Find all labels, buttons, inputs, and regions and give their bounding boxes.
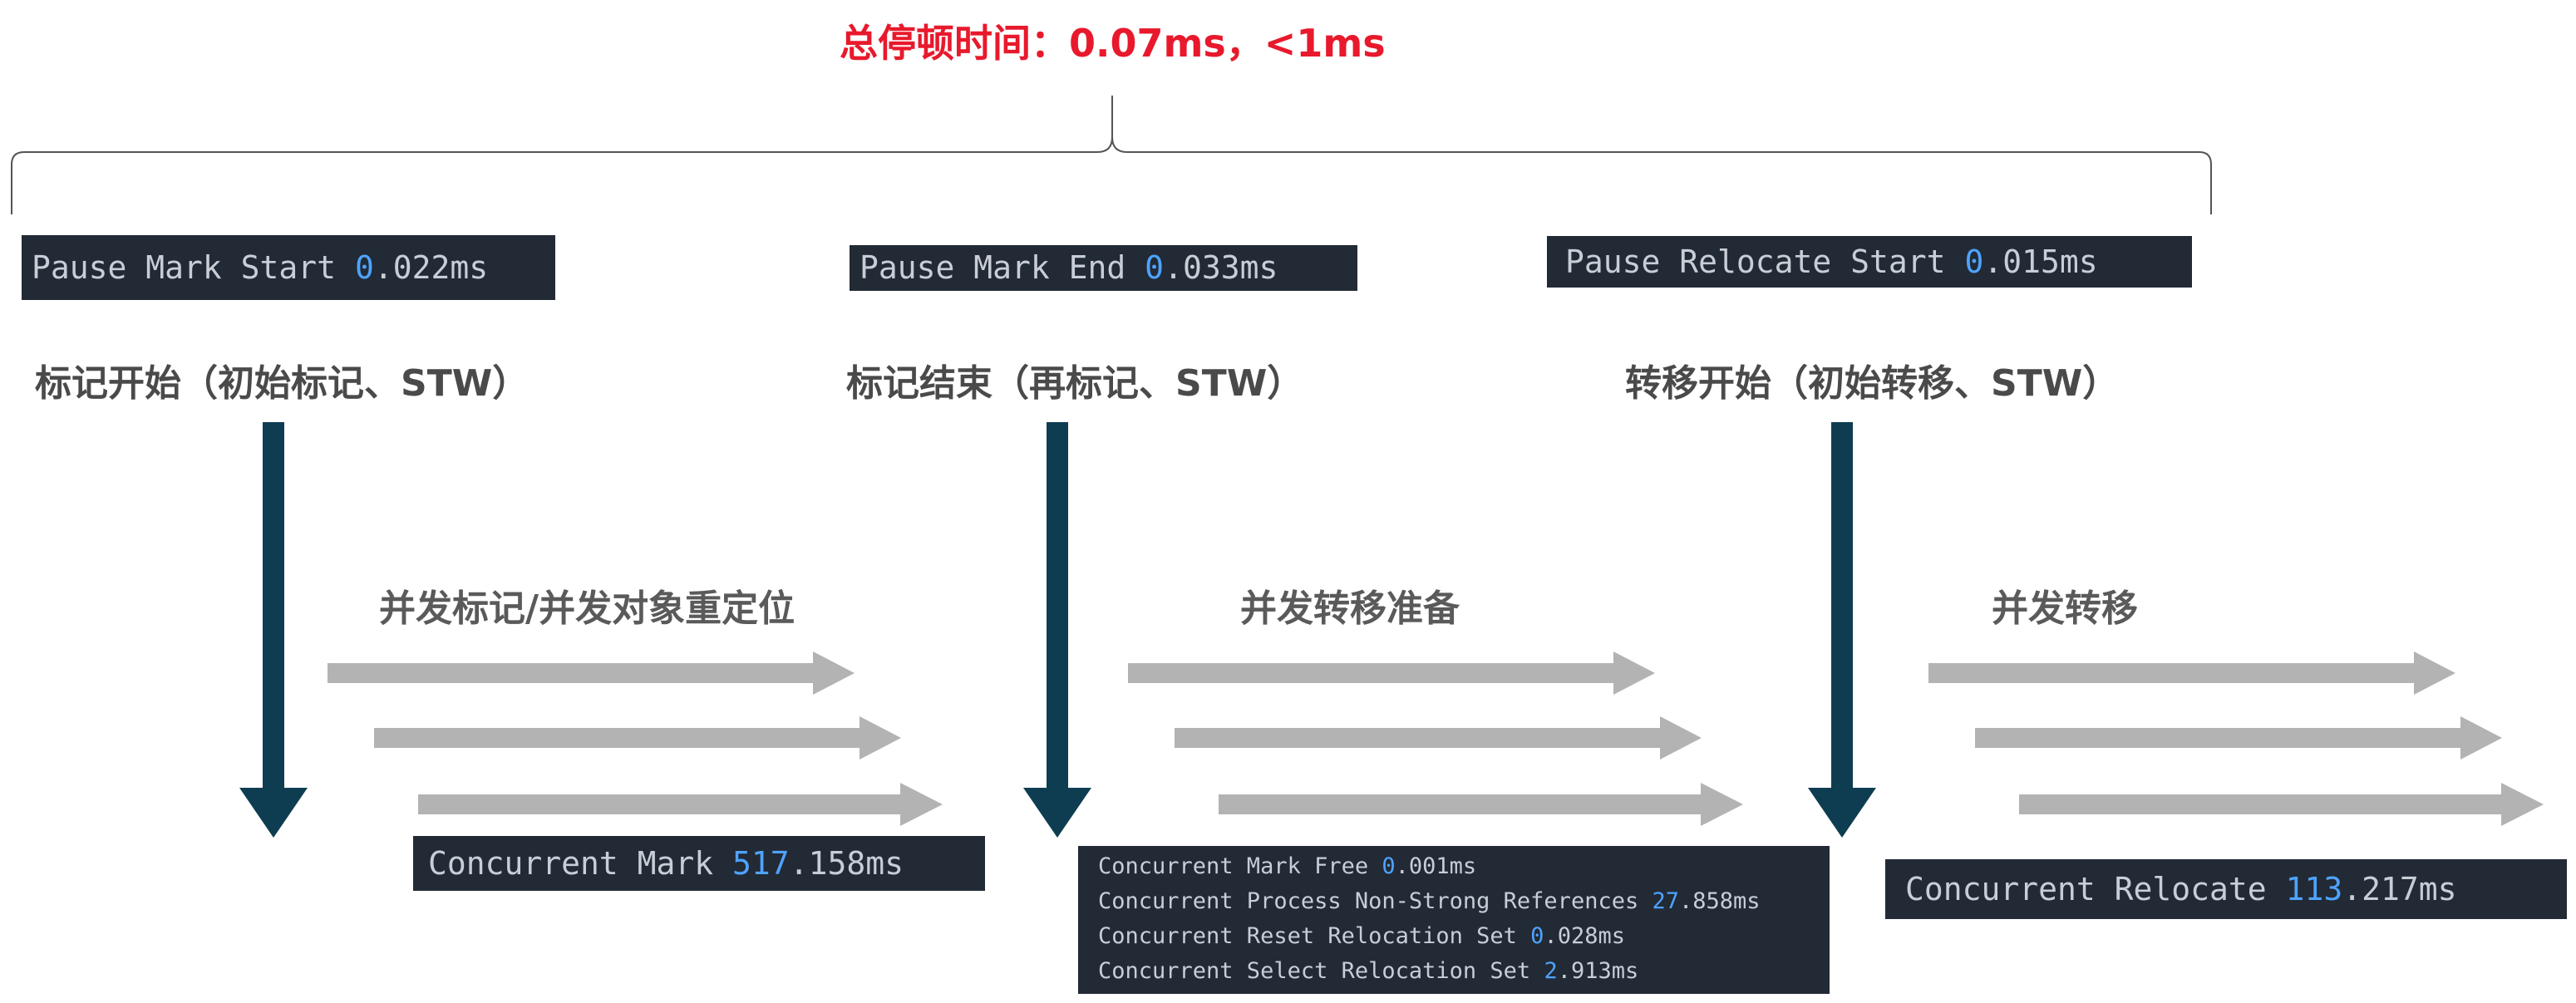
pause-relocate-start-box: Pause Relocate Start 0.015ms [1547, 236, 2192, 288]
concurrent-mark-value-int: 517 [732, 845, 790, 882]
pause-mark-end-value-frac: .033ms [1164, 249, 1278, 286]
concurrent-arrows-mark [328, 651, 943, 826]
pause-mark-start-label: Pause Mark Start [32, 249, 355, 286]
pause-mark-end-box: Pause Mark End 0.033ms [850, 245, 1357, 291]
pause-relocate-start-label: Pause Relocate Start [1565, 243, 1965, 280]
phase-label-relocate-start: 转移开始（初始转移、STW） [1625, 362, 2120, 405]
concurrent-mark-value-frac: .158ms [789, 845, 904, 882]
stw-arrow-mark-end [1023, 422, 1091, 838]
concurrent-prep-line: Concurrent Select Relocation Set 2.913ms [1098, 958, 1639, 984]
concurrent-prep-line: Concurrent Mark Free 0.001ms [1098, 853, 1477, 879]
pause-mark-end-label: Pause Mark End [859, 249, 1145, 286]
concurrent-prep-line: Concurrent Process Non-Strong References… [1098, 888, 1761, 914]
concurrent-prep-line: Concurrent Reset Relocation Set 0.028ms [1098, 923, 1625, 949]
pause-mark-start-box: Pause Mark Start 0.022ms [22, 235, 555, 300]
pause-mark-start-value-frac: .022ms [373, 249, 489, 286]
pause-relocate-start-value-frac: .015ms [1983, 243, 2098, 280]
concurrent-arrows-prep [1128, 651, 1743, 826]
concurrent-arrows-relocate [1928, 651, 2544, 826]
concurrent-label-prep: 并发转移准备 [1240, 588, 1460, 630]
concurrent-relocate-value-int: 113 [2285, 871, 2343, 907]
pause-relocate-start-value-int: 0 [1964, 243, 1984, 280]
phase-label-mark-end: 标记结束（再标记、STW） [846, 362, 1304, 405]
concurrent-prep-box: Concurrent Mark Free 0.001ms Concurrent … [1078, 846, 1830, 994]
concurrent-mark-box: Concurrent Mark 517.158ms [413, 836, 985, 891]
phase-label-mark-start: 标记开始（初始标记、STW） [35, 362, 529, 405]
concurrent-relocate-value-frac: .217ms [2342, 871, 2457, 907]
concurrent-relocate-label: Concurrent Relocate [1905, 871, 2286, 907]
pause-mark-end-value-int: 0 [1145, 249, 1165, 286]
pause-brace [11, 96, 2212, 214]
stw-arrow-mark-start [239, 422, 308, 838]
concurrent-label-relocate: 并发转移 [1992, 588, 2138, 630]
concurrent-mark-label: Concurrent Mark [428, 845, 733, 882]
concurrent-label-mark: 并发标记/并发对象重定位 [379, 588, 795, 630]
stw-arrow-relocate-start [1808, 422, 1876, 838]
concurrent-relocate-box: Concurrent Relocate 113.217ms [1885, 859, 2567, 919]
total-pause-title: 总停顿时间：0.07ms，<1ms [840, 21, 1386, 66]
pause-mark-start-value-int: 0 [354, 249, 374, 286]
